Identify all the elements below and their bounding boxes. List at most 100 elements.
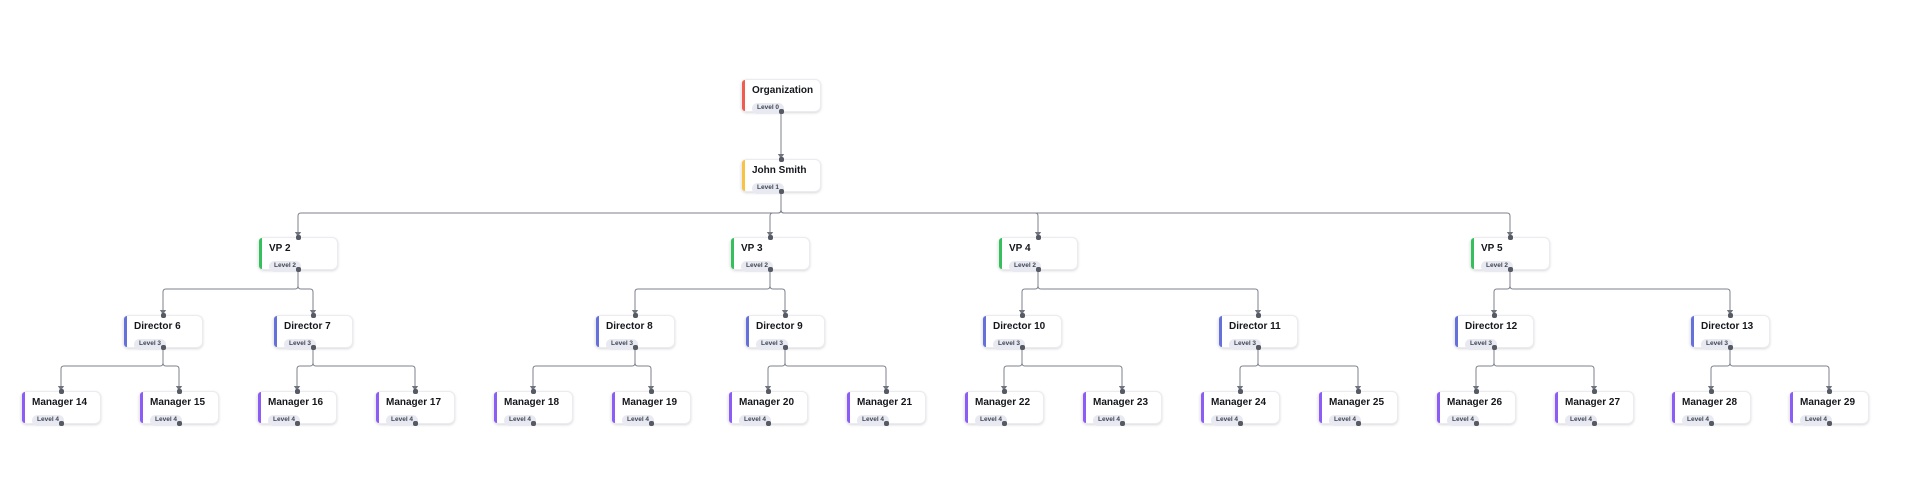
target-handle[interactable] [1001, 389, 1007, 394]
target-handle[interactable] [295, 235, 301, 240]
source-handle[interactable] [1507, 267, 1513, 272]
target-handle[interactable] [412, 389, 418, 394]
target-handle[interactable] [1727, 313, 1733, 318]
source-handle[interactable] [1001, 421, 1007, 426]
source-handle[interactable] [530, 421, 536, 426]
source-handle[interactable] [1473, 421, 1479, 426]
node-title: Director 11 [1229, 321, 1281, 332]
target-handle[interactable] [765, 389, 771, 394]
source-handle[interactable] [58, 421, 64, 426]
source-handle[interactable] [1119, 421, 1125, 426]
source-handle[interactable] [883, 421, 889, 426]
target-handle[interactable] [632, 313, 638, 318]
source-handle[interactable] [176, 421, 182, 426]
source-handle[interactable] [1491, 345, 1497, 350]
target-handle[interactable] [294, 389, 300, 394]
node-director-11[interactable]: Director 11 Level 3 [1218, 313, 1298, 350]
source-handle[interactable] [412, 421, 418, 426]
edge-arrowhead [1354, 386, 1362, 391]
source-handle[interactable] [765, 421, 771, 426]
source-handle[interactable] [632, 345, 638, 350]
target-handle[interactable] [1019, 313, 1025, 318]
edge-vp-4-to-director-10 [1021, 270, 1039, 311]
target-handle[interactable] [1826, 389, 1832, 394]
target-handle[interactable] [1491, 313, 1497, 318]
source-handle[interactable] [1019, 345, 1025, 350]
target-handle[interactable] [648, 389, 654, 394]
source-handle[interactable] [310, 345, 316, 350]
node-title: Director 7 [284, 321, 331, 332]
target-handle[interactable] [176, 389, 182, 394]
target-handle[interactable] [1591, 389, 1597, 394]
source-handle[interactable] [160, 345, 166, 350]
target-handle[interactable] [1035, 235, 1041, 240]
source-handle[interactable] [294, 421, 300, 426]
node-level-badge: Level 4 [1800, 415, 1833, 426]
source-handle[interactable] [782, 345, 788, 350]
target-handle[interactable] [1355, 389, 1361, 394]
node-title: Director 12 [1465, 321, 1518, 332]
target-handle[interactable] [1237, 389, 1243, 394]
target-handle[interactable] [767, 235, 773, 240]
target-handle[interactable] [530, 389, 536, 394]
target-handle[interactable] [1708, 389, 1714, 394]
node-level-badge: Level 4 [1565, 415, 1598, 426]
source-handle[interactable] [1591, 421, 1597, 426]
source-handle[interactable] [778, 189, 784, 194]
source-handle[interactable] [648, 421, 654, 426]
target-handle[interactable] [310, 313, 316, 318]
target-handle[interactable] [1119, 389, 1125, 394]
edge-arrowhead [294, 232, 302, 237]
source-handle[interactable] [767, 267, 773, 272]
source-handle[interactable] [778, 109, 784, 114]
source-handle[interactable] [1708, 421, 1714, 426]
source-handle[interactable] [1826, 421, 1832, 426]
target-handle[interactable] [160, 313, 166, 318]
source-handle[interactable] [1035, 267, 1041, 272]
target-handle[interactable] [58, 389, 64, 394]
target-handle[interactable] [1473, 389, 1479, 394]
target-handle[interactable] [778, 157, 784, 162]
source-handle[interactable] [1255, 345, 1261, 350]
node-level-badge: Level 3 [1229, 339, 1262, 350]
target-handle[interactable] [1507, 235, 1513, 240]
source-handle[interactable] [1727, 345, 1733, 350]
target-handle[interactable] [883, 389, 889, 394]
target-handle[interactable] [1255, 313, 1261, 318]
source-handle[interactable] [1237, 421, 1243, 426]
node-level-badge: Level 4 [1447, 415, 1480, 426]
source-handle[interactable] [295, 267, 301, 272]
source-handle[interactable] [1355, 421, 1361, 426]
target-handle[interactable] [782, 313, 788, 318]
